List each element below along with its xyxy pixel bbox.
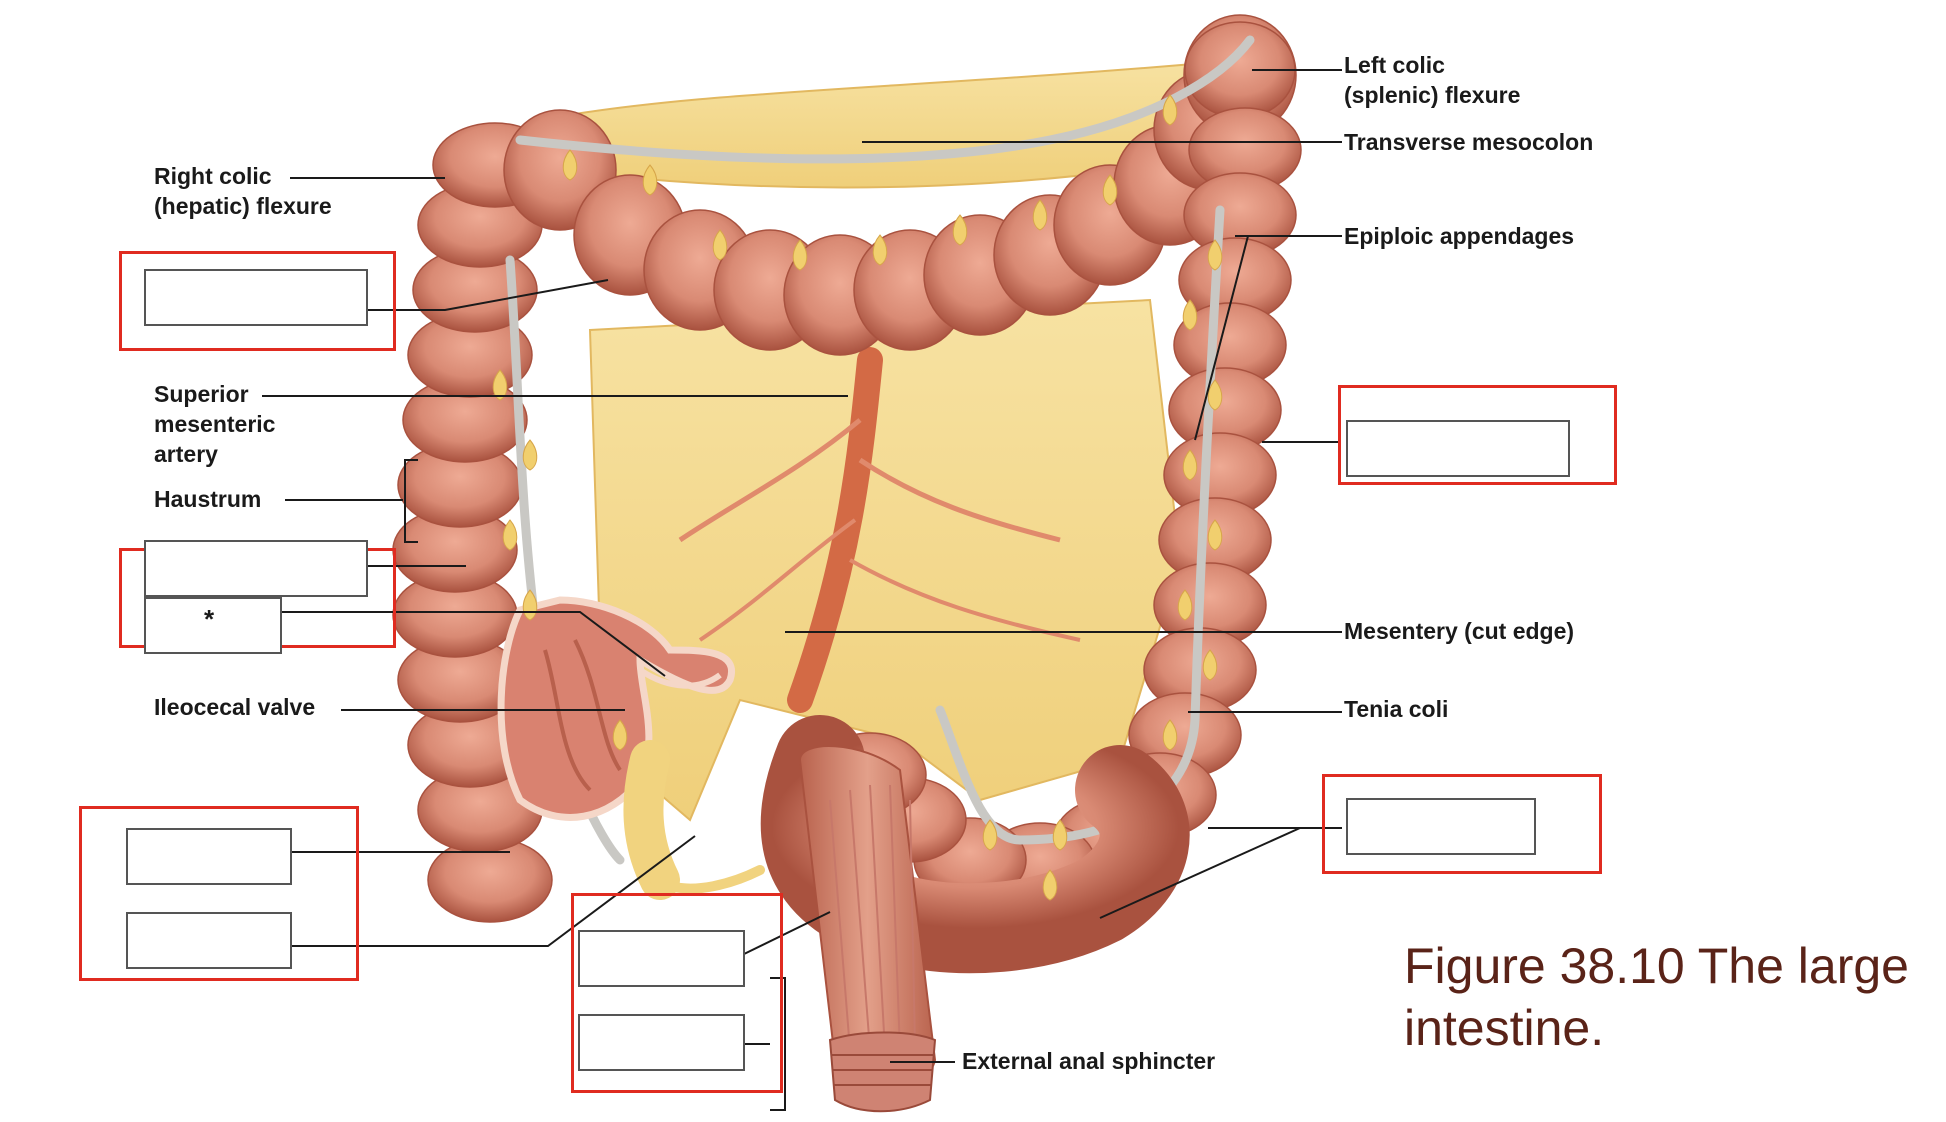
epiploic-appendage: [712, 229, 728, 261]
answer-box-3[interactable]: [126, 828, 292, 885]
leader-blank-4: [290, 835, 696, 947]
label-mesentery-cut-edge: Mesentery (cut edge): [1344, 618, 1575, 644]
label-tenia-coli: Tenia coli: [1344, 696, 1449, 722]
epiploic-appendage: [1052, 819, 1068, 851]
epiploic-appendage: [1102, 174, 1118, 206]
leader-asterisk: [280, 611, 666, 677]
label-superior-mesenteric-artery: Superior mesenteric artery: [154, 381, 276, 467]
epiploic-appendage: [502, 519, 518, 551]
epiploic-appendage: [872, 234, 888, 266]
label-haustrum: Haustrum: [154, 486, 262, 512]
epiploic-appendage: [1207, 519, 1223, 551]
epiploic-appendage: [492, 369, 508, 401]
asterisk-mark: *: [204, 604, 215, 634]
answer-box-1[interactable]: [144, 269, 368, 326]
tenia-coli-band: [935, 205, 1225, 845]
figure-caption: Figure 38.10 The large intestine.: [1404, 938, 1909, 1056]
answer-frame-1: [119, 251, 396, 351]
haustrum-bracket: [404, 459, 418, 543]
label-left-colic-flexure: Left colic (splenic) flexure: [1344, 52, 1521, 108]
label-epiploic-appendages: Epiploic appendages: [1344, 223, 1575, 249]
answer-frame-6: [1322, 774, 1602, 874]
anal-bracket: [770, 977, 786, 1111]
epiploic-appendage: [612, 719, 628, 751]
answer-box-5[interactable]: [578, 930, 745, 987]
epiploic-appendage: [1162, 719, 1178, 751]
appendix: [623, 740, 680, 900]
answer-box-asterisk[interactable]: [144, 597, 282, 654]
epiploic-appendage: [1182, 449, 1198, 481]
leader-blank-5: [741, 911, 831, 956]
epiploic-appendage: [1207, 379, 1223, 411]
answer-box-4[interactable]: [126, 912, 292, 969]
epiploic-appendage: [642, 164, 658, 196]
answer-box-8[interactable]: [1346, 798, 1536, 855]
label-ileocecal-valve: Ileocecal valve: [154, 694, 316, 720]
epiploic-appendage: [1032, 199, 1048, 231]
epiploic-appendage: [982, 819, 998, 851]
external-anal-sphincter-shape: [828, 1031, 937, 1113]
epiploic-appendage: [1162, 94, 1178, 126]
label-right-colic-flexure: Right colic (hepatic) flexure: [154, 163, 332, 219]
epiploic-appendage: [1182, 299, 1198, 331]
epiploic-appendage: [1177, 589, 1193, 621]
epiploic-appendage: [1202, 649, 1218, 681]
epiploic-appendage: [562, 149, 578, 181]
epiploic-appendage: [522, 439, 538, 471]
epiploic-appendage: [1042, 869, 1058, 901]
label-transverse-mesocolon: Transverse mesocolon: [1344, 129, 1594, 155]
answer-box-6[interactable]: [578, 1014, 745, 1071]
superior-mesenteric-artery-vessel: [787, 347, 883, 713]
answer-frame-3: [79, 806, 359, 981]
epiploic-appendage: [1207, 239, 1223, 271]
leader-blank-1: [365, 279, 609, 311]
tenia-coli-band: [515, 35, 1255, 164]
answer-frame-4: [571, 893, 783, 1093]
answer-box-7[interactable]: [1346, 420, 1570, 477]
label-external-anal-sphincter: External anal sphincter: [962, 1048, 1216, 1074]
epiploic-appendage: [952, 214, 968, 246]
epiploic-appendage: [792, 239, 808, 271]
answer-box-2[interactable]: [144, 540, 368, 597]
answer-frame-5: [1338, 385, 1617, 485]
